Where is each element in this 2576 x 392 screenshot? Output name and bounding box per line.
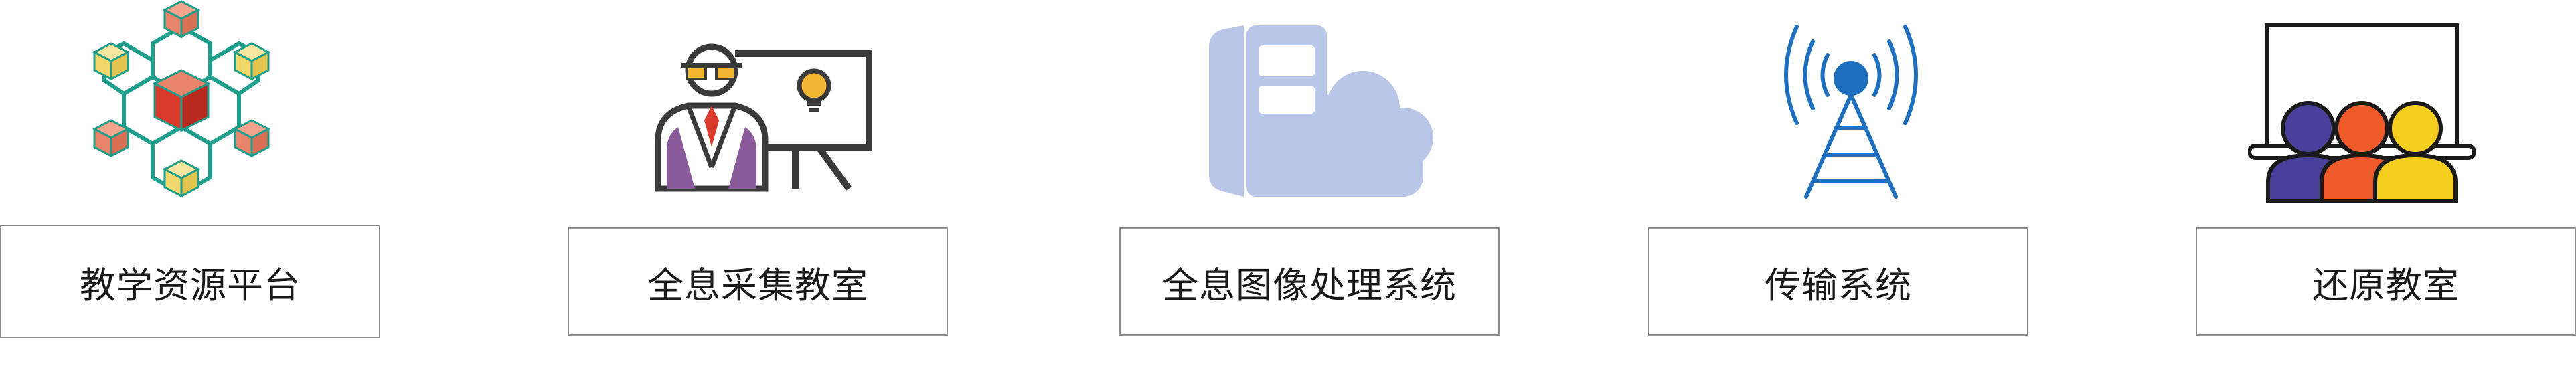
step-box-transmission-system: 传输系统	[1648, 227, 2028, 336]
classroom-audience-icon	[2248, 23, 2476, 203]
step-box-holographic-capture-classroom: 全息采集教室	[568, 227, 948, 336]
hexagon-cube-network-icon	[92, 0, 271, 198]
signal-tower-icon	[1784, 25, 1918, 199]
presenter-with-board-icon	[655, 43, 872, 192]
step-label: 全息采集教室	[647, 264, 868, 306]
step-box-teaching-resource-platform: 教学资源平台	[0, 225, 380, 338]
step-box-holographic-image-processing-system: 全息图像处理系统	[1119, 227, 1500, 336]
step-label: 还原教室	[2312, 264, 2460, 306]
step-label: 传输系统	[1765, 264, 1912, 306]
step-label: 教学资源平台	[80, 264, 301, 306]
presentation-board	[735, 50, 872, 191]
audience-heads	[2266, 101, 2458, 203]
step-label: 全息图像处理系统	[1162, 264, 1457, 306]
center-cube	[152, 69, 211, 132]
presenter-person	[655, 43, 769, 192]
server-cloud-icon	[1209, 25, 1433, 197]
step-box-restoration-classroom: 还原教室	[2196, 227, 2576, 336]
